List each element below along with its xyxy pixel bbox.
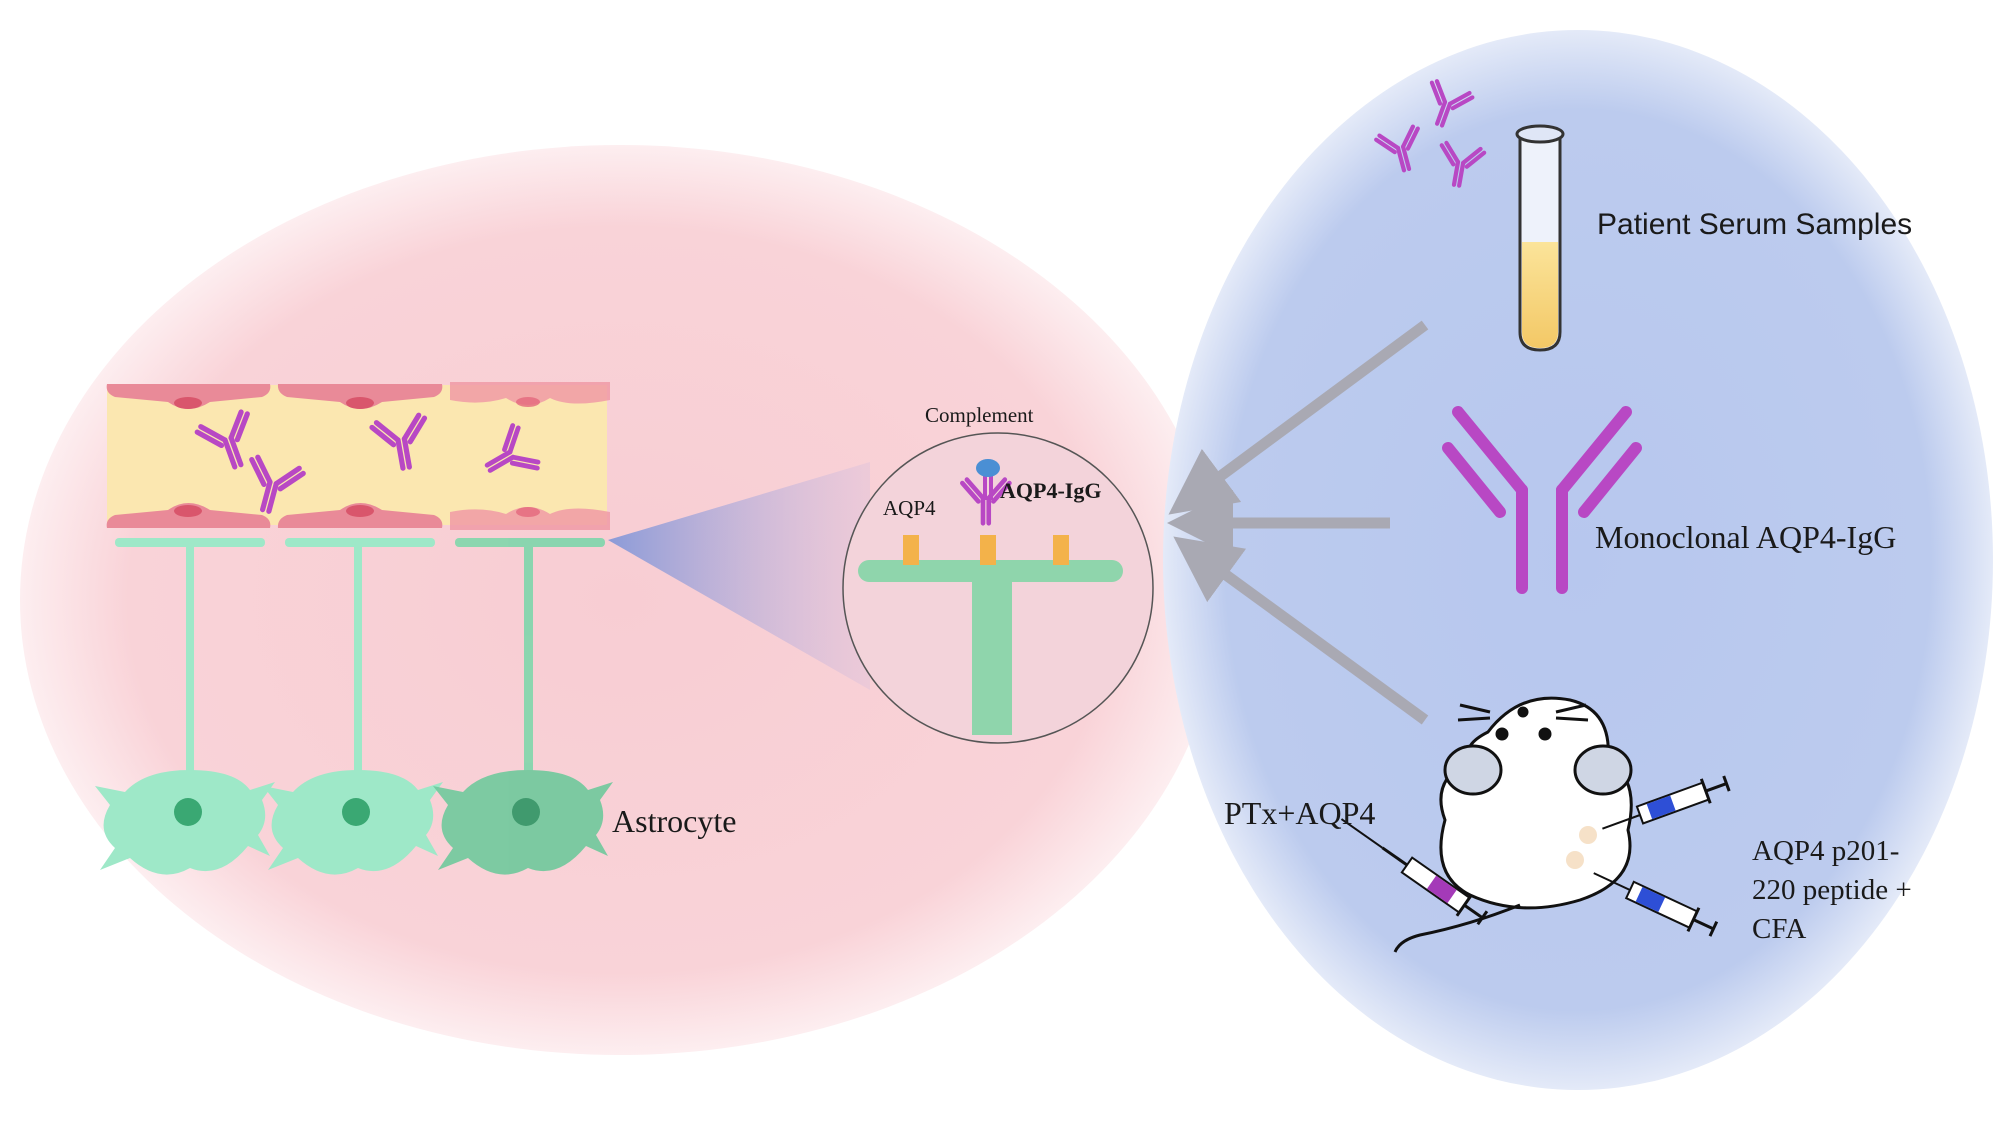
syringe-ptx-icon [1340, 818, 1489, 926]
ptx-label: PTx+AQP4 [1224, 795, 1375, 831]
endothelium-nucleus [174, 505, 202, 517]
astrocyte-cell [95, 538, 275, 875]
endothelium-nucleus [174, 397, 202, 409]
astrocyte-nucleus [174, 798, 202, 826]
syringe-peptide-icon [1593, 872, 1719, 937]
complement-icon [976, 459, 1000, 477]
peptide-label-line1: AQP4 p201- [1752, 835, 1899, 867]
aqp4-label: AQP4 [883, 496, 936, 520]
arrow-serum [1168, 320, 1429, 515]
arrow-mouse-model [1173, 536, 1429, 725]
mouse-icon [1393, 696, 1633, 953]
aqp4-channel [1053, 535, 1069, 565]
endothelium-nucleus [516, 507, 540, 517]
astrocyte-cell [263, 538, 443, 875]
endothelium-top-2 [277, 384, 443, 409]
peptide-label-line2: 220 peptide + [1752, 874, 1912, 906]
astrocyte-endfoot-membrane [858, 560, 1123, 582]
peptide-label-line3: CFA [1752, 913, 1806, 945]
right-zone-background [1163, 30, 1993, 1090]
astrocyte-label: Astrocyte [612, 803, 736, 839]
zoom-circle [842, 432, 1154, 744]
astrocyte-nucleus [342, 798, 370, 826]
test-tube-icon [1515, 124, 1565, 352]
complement-label: Complement [925, 403, 1034, 427]
endothelium-nucleus [346, 397, 374, 409]
endothelium-bottom-3 [450, 507, 610, 530]
aqp4-channel [903, 535, 919, 565]
arrows [1167, 320, 1429, 725]
patient-serum-label: Patient Serum Samples [1597, 208, 1912, 241]
monoclonal-label: Monoclonal AQP4-IgG [1595, 519, 1896, 555]
astrocyte-cell [433, 538, 613, 875]
aqp4-channel [980, 535, 996, 565]
endothelium-top-1 [106, 384, 271, 409]
blood-vessel [106, 382, 610, 530]
astrocytes [95, 538, 613, 875]
endothelium-nucleus [516, 397, 540, 407]
endothelium-top-3 [450, 382, 610, 405]
monoclonal-antibody-icon [1442, 406, 1642, 594]
zoom-beam [608, 462, 870, 690]
aqp4-igg-label: AQP4-IgG [1000, 478, 1101, 503]
astrocyte-process [972, 580, 1012, 735]
astrocyte-nucleus [512, 798, 540, 826]
syringe-peptide-icon [1602, 775, 1731, 830]
endothelium-nucleus [346, 505, 374, 517]
